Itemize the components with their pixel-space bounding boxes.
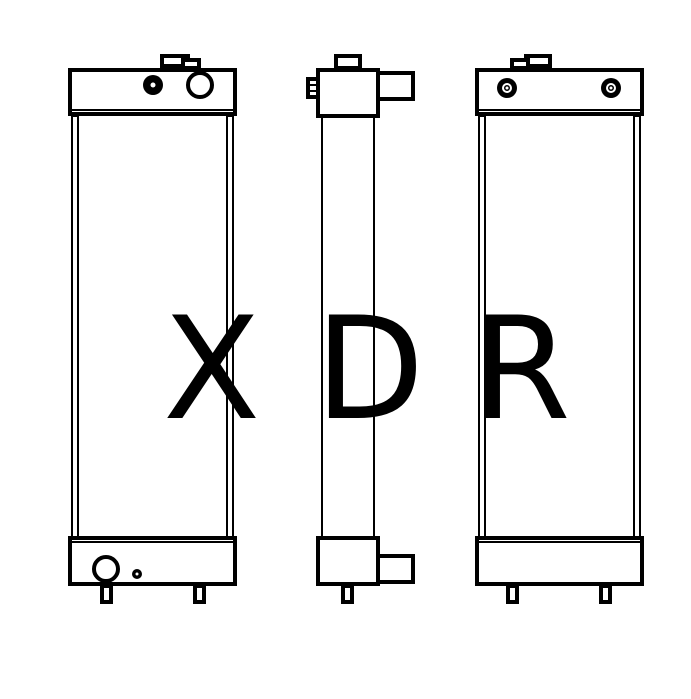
upper-hose-neck [376,71,415,101]
side-view [306,54,415,604]
top-tank [316,68,380,118]
mount-pin [193,584,206,604]
bottom-tank [475,536,644,586]
port-icon [92,555,120,583]
side-rail [633,115,641,538]
bottom-tank [316,536,380,586]
rear-view [475,54,644,604]
watermark-letter-x: X [163,287,260,452]
mount-pin [599,584,612,604]
mount-pin [341,584,354,604]
filler-cap [334,54,362,70]
front-view [68,54,237,604]
mount-pin [506,584,519,604]
watermark-letter-r: R [472,287,571,452]
side-rail [71,115,79,538]
port-icon [186,71,214,99]
mount-pin [100,584,113,604]
watermark-letter-d: D [315,287,424,452]
lower-hose-neck [376,554,415,584]
